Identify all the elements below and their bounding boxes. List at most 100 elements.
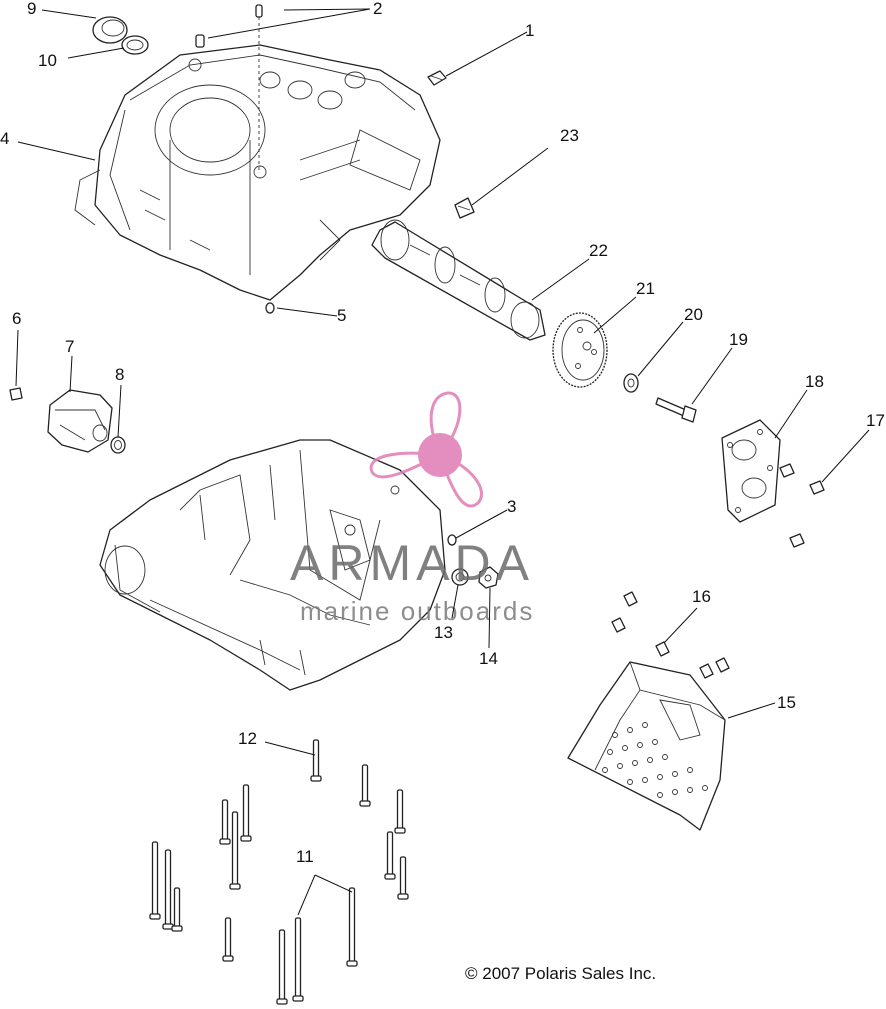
bolt-head (276, 998, 288, 1005)
bolt-shaft (312, 739, 320, 781)
long-bolt (149, 841, 161, 920)
long-bolt (229, 811, 241, 890)
callout-15: 15 (777, 693, 796, 712)
bolt-shaft (396, 789, 404, 833)
oil-strainer-15 (567, 661, 726, 831)
long-bolt (359, 764, 371, 807)
oil-pump-7 (47, 389, 113, 453)
callout-8: 8 (115, 365, 124, 384)
bolt-shaft (361, 764, 369, 806)
lower-crankcase (99, 439, 446, 691)
bolt-head (394, 827, 406, 834)
long-bolt (394, 789, 406, 834)
long-bolt (397, 856, 409, 900)
bolt-shaft (399, 856, 407, 899)
bolt-head (346, 960, 358, 967)
bolt-6 (9, 387, 23, 401)
callout-2: 2 (373, 0, 382, 18)
long-bolt (171, 887, 183, 932)
bolt-shaft (164, 849, 172, 929)
leader-lines (15, 8, 870, 916)
dowel-pins-2 (195, 4, 263, 170)
bolt-16c (655, 641, 670, 657)
bolt-16b (611, 617, 626, 633)
callout-22: 22 (589, 241, 608, 260)
long-bolt (384, 831, 396, 880)
bolt-head (171, 925, 183, 932)
bolt-shaft (221, 799, 229, 844)
bolt-head (219, 838, 231, 845)
long-bolt (346, 887, 358, 967)
long-bolt (222, 917, 234, 962)
callout-23: 23 (560, 126, 579, 145)
bolt-head (397, 893, 409, 900)
upper-crankcase (74, 44, 441, 301)
callout-4: 4 (0, 129, 9, 148)
bolt-shaft (294, 917, 302, 1001)
o-ring-3 (447, 534, 457, 546)
callout-14: 14 (479, 649, 498, 668)
bolt-head (310, 775, 322, 782)
bolt-head (222, 955, 234, 962)
plug-1 (427, 70, 447, 86)
bolts-11-12 (149, 739, 409, 1005)
callout-13: 13 (434, 623, 453, 642)
bolt-shaft (278, 929, 286, 1004)
callout-labels: 1 2 3 4 5 6 7 8 9 10 11 12 13 14 15 16 1… (0, 0, 885, 866)
bolt-head (229, 883, 241, 890)
bolt-shaft (386, 831, 394, 879)
bolt-near-18a (779, 463, 795, 478)
callout-9: 9 (27, 0, 36, 18)
bolt-shaft (173, 887, 181, 931)
bolt-head (359, 800, 371, 807)
washer-20 (623, 373, 639, 393)
callout-19: 19 (729, 330, 748, 349)
bolt-17 (809, 480, 825, 495)
cover-plate-18 (721, 419, 781, 523)
seal-13 (451, 568, 469, 586)
bolt-16d (699, 663, 714, 679)
seal-ring-9 (92, 16, 128, 44)
callout-12: 12 (238, 729, 257, 748)
long-bolt (310, 739, 322, 782)
bolt-head (384, 873, 396, 880)
camshaft-22 (371, 219, 546, 341)
watermark-subtitle: marine outboards (300, 596, 534, 626)
callout-21: 21 (636, 279, 655, 298)
bolt-shaft (224, 917, 232, 961)
watermark: ARMADA marine outboards (290, 391, 534, 626)
callout-6: 6 (12, 309, 21, 328)
watermark-title: ARMADA (290, 535, 534, 591)
o-ring-10 (121, 35, 149, 55)
dowel-pin-5 (265, 302, 275, 314)
long-bolt (240, 784, 252, 842)
callout-17: 17 (866, 411, 885, 430)
propeller-logo (369, 391, 484, 508)
long-bolt (292, 917, 304, 1002)
bolt-16a (623, 591, 638, 607)
bolt-near-18b (789, 533, 805, 548)
bolt-shaft (348, 887, 356, 966)
cam-gear-21 (552, 312, 608, 388)
callout-5: 5 (337, 306, 346, 325)
bolt-shaft (151, 841, 159, 919)
bolt-shaft (242, 784, 250, 841)
callout-1: 1 (525, 21, 534, 40)
callout-10: 10 (38, 51, 57, 70)
callout-16: 16 (692, 587, 711, 606)
long-bolt (162, 849, 174, 930)
callout-7: 7 (65, 337, 74, 356)
bolt-head (240, 835, 252, 842)
copyright-notice: © 2007 Polaris Sales Inc. (465, 964, 656, 983)
bolt-head (292, 995, 304, 1002)
callout-11: 11 (296, 847, 314, 866)
long-bolt (276, 929, 288, 1005)
nut-14 (478, 566, 499, 589)
callout-3: 3 (507, 497, 516, 516)
strainer-holes (602, 722, 708, 798)
callout-20: 20 (684, 305, 703, 324)
o-ring-8 (110, 436, 126, 454)
bolt-head (149, 913, 161, 920)
long-bolt (219, 799, 231, 845)
